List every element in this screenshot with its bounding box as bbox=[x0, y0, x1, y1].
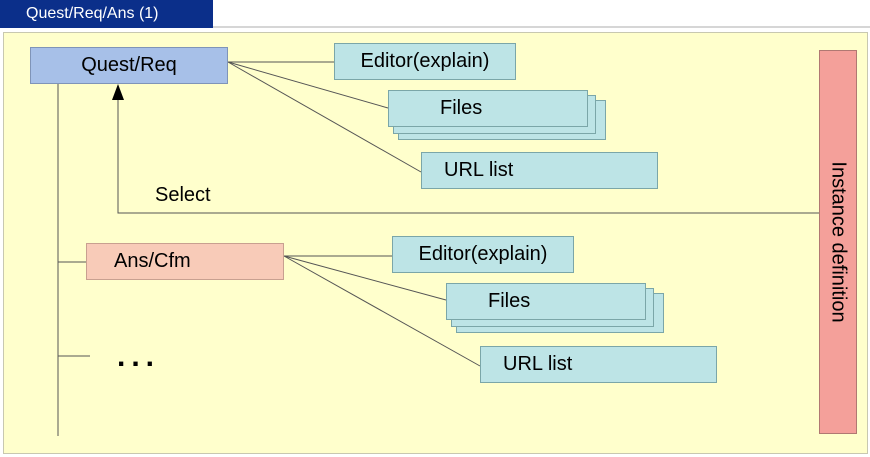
files-box-1: Files bbox=[388, 90, 588, 127]
select-arrow bbox=[117, 92, 819, 214]
title-rule bbox=[213, 26, 870, 28]
ans-cfm-node: Ans/Cfm bbox=[86, 243, 284, 280]
files-box-2: Files bbox=[446, 283, 646, 320]
fan1-files bbox=[227, 61, 389, 109]
instance-definition-label: Instance definition bbox=[827, 161, 850, 323]
quest-req-label: Quest/Req bbox=[81, 54, 177, 76]
files-label-2: Files bbox=[488, 290, 531, 312]
editor-box-2: Editor(explain) bbox=[392, 236, 574, 273]
select-arrowhead bbox=[112, 84, 124, 100]
fan2-url bbox=[283, 255, 481, 367]
editor-label-2: Editor(explain) bbox=[418, 243, 548, 265]
fan1-url bbox=[227, 61, 422, 173]
files-label-1: Files bbox=[440, 97, 483, 119]
url-list-box-1: URL list bbox=[421, 152, 658, 189]
url-list-label-1: URL list bbox=[444, 159, 514, 181]
quest-req-node: Quest/Req bbox=[30, 47, 228, 84]
ellipsis: ... bbox=[117, 340, 161, 373]
url-list-label-2: URL list bbox=[503, 353, 573, 375]
slide-title-tab: Quest/Req/Ans (1) bbox=[0, 0, 213, 28]
url-list-box-2: URL list bbox=[480, 346, 717, 383]
slide-title: Quest/Req/Ans (1) bbox=[26, 5, 159, 22]
fan2-files bbox=[283, 255, 447, 301]
editor-box-1: Editor(explain) bbox=[334, 43, 516, 80]
editor-label-1: Editor(explain) bbox=[360, 50, 490, 72]
select-label: Select bbox=[155, 184, 211, 206]
instance-definition-bar: Instance definition bbox=[819, 50, 857, 434]
ans-cfm-label: Ans/Cfm bbox=[114, 250, 191, 272]
